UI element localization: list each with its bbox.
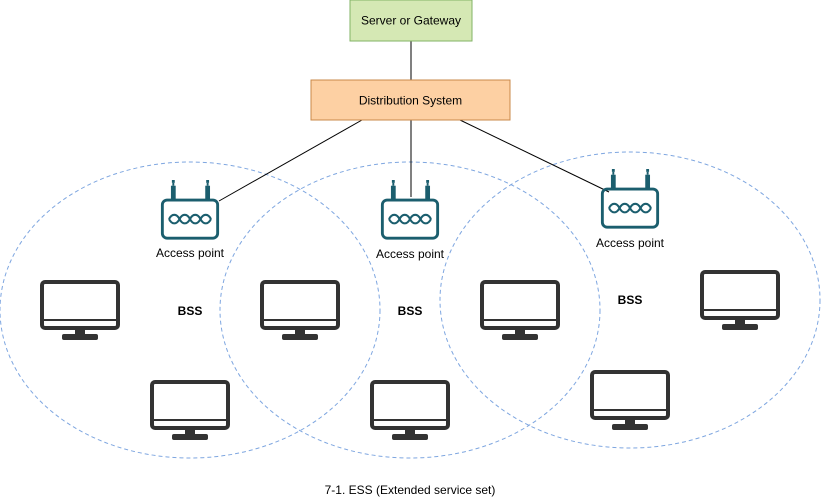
access-point-middle: Access point xyxy=(376,180,445,261)
bss-label-left: BSS xyxy=(178,304,203,318)
access-point-right: Access point xyxy=(596,169,665,250)
bss-circle-right xyxy=(439,151,821,449)
distribution-system-node: Distribution System xyxy=(310,79,511,121)
link-distribution-ap-right xyxy=(459,119,610,193)
monitor-icon xyxy=(370,380,450,440)
access-point-label: Access point xyxy=(376,247,445,261)
wireless-router-icon xyxy=(600,169,660,229)
monitor-icon xyxy=(150,380,230,440)
distribution-system-label: Distribution System xyxy=(359,94,462,108)
client-computers xyxy=(40,270,780,440)
diagram-caption: 7-1. ESS (Extended service set) xyxy=(325,483,496,497)
access-point-label: Access point xyxy=(596,236,665,250)
monitor-icon xyxy=(700,270,780,330)
server-gateway-node: Server or Gateway xyxy=(349,0,473,42)
access-point-left: Access point xyxy=(156,180,225,260)
monitor-icon xyxy=(590,370,670,430)
bss-label-right: BSS xyxy=(618,293,643,307)
bss-circle-middle xyxy=(219,161,601,459)
access-point-label: Access point xyxy=(156,246,225,260)
monitor-icon xyxy=(260,280,340,340)
server-gateway-label: Server or Gateway xyxy=(361,14,461,28)
wireless-router-icon xyxy=(380,180,440,240)
monitor-icon xyxy=(480,280,560,340)
wireless-router-icon xyxy=(160,180,220,240)
monitor-icon xyxy=(40,280,120,340)
bss-circle-left xyxy=(0,161,381,459)
bss-label-middle: BSS xyxy=(398,304,423,318)
bss-coverage-areas xyxy=(0,151,821,459)
network-links xyxy=(218,41,610,202)
link-distribution-ap-left xyxy=(218,119,363,202)
